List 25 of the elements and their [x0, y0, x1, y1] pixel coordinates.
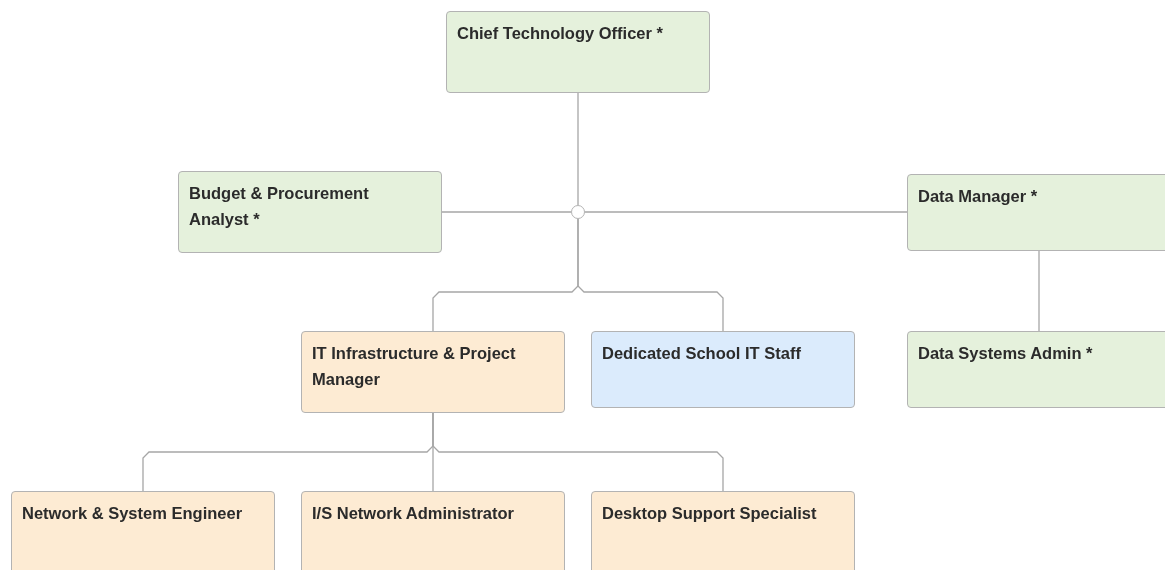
role-title: Data Systems Admin *	[918, 343, 1094, 364]
role-box	[446, 11, 710, 93]
connector-line	[1038, 250, 1040, 332]
role-title: Data Manager *	[918, 186, 1039, 207]
role-title: Network & System Engineer	[22, 503, 244, 524]
connector-line	[432, 412, 724, 492]
role-title: I/S Network Administrator	[312, 503, 515, 524]
role-box	[178, 171, 442, 253]
role-title: Chief Technology Officer *	[457, 23, 664, 44]
role-box	[591, 331, 855, 408]
role-title: Desktop Support Specialist	[602, 503, 818, 524]
connector-line	[577, 218, 724, 332]
connector-line	[577, 92, 579, 206]
role-box	[11, 491, 275, 570]
role-box	[907, 331, 1165, 408]
connector-line	[441, 211, 572, 213]
junction-circle	[571, 205, 585, 219]
role-box	[301, 491, 565, 570]
role-box	[301, 331, 565, 413]
role-title: IT Infrastructure & Project Manager	[312, 343, 517, 390]
connector-line	[584, 211, 908, 213]
role-box	[907, 174, 1165, 251]
role-title: Budget & Procurement Analyst *	[189, 183, 370, 230]
role-title: Dedicated School IT Staff	[602, 343, 802, 364]
role-box	[591, 491, 855, 570]
